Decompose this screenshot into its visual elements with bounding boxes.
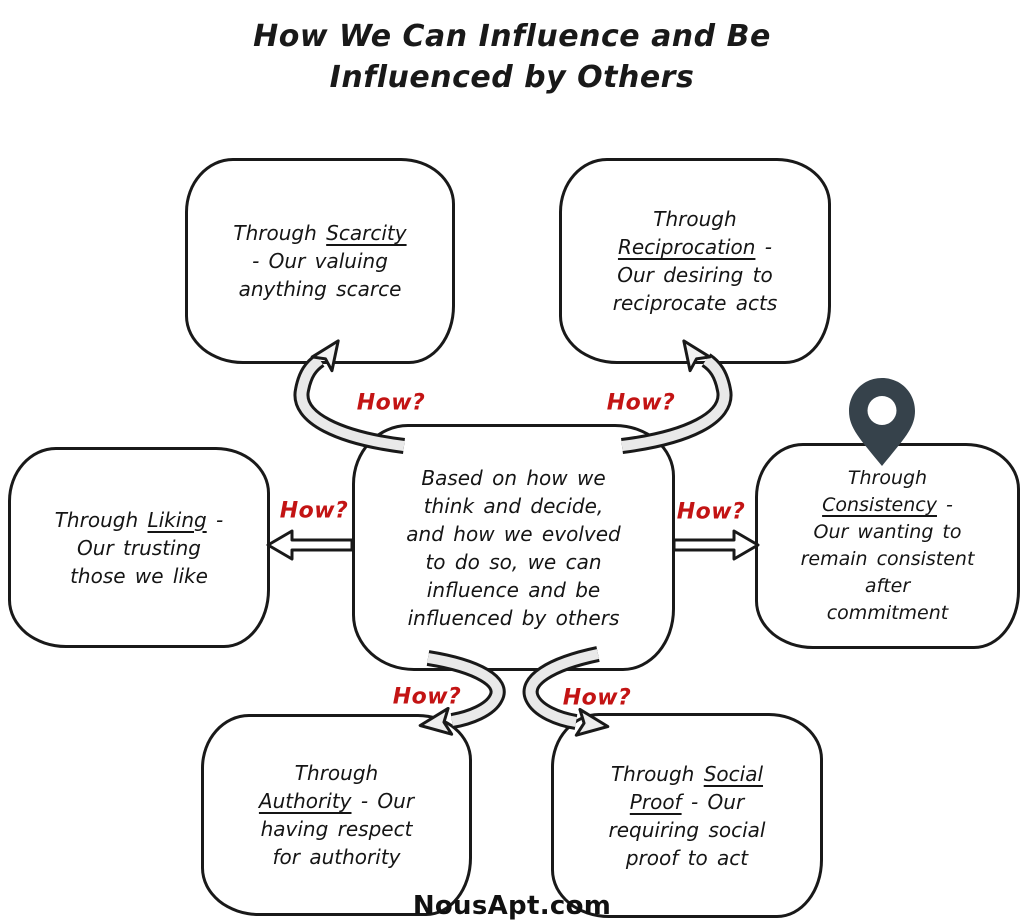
title-line-1: How We Can Influence and Be bbox=[253, 19, 771, 54]
authority-box: Through Authority - Our having respect f… bbox=[201, 714, 472, 916]
arrow-center-to-liking bbox=[266, 529, 354, 561]
how-label-bottom-left: How? bbox=[392, 684, 462, 710]
page-title: How We Can Influence and Be Influenced b… bbox=[0, 16, 1024, 98]
consistency-box: Through Consistency - Our wanting to rem… bbox=[755, 443, 1020, 649]
how-label-mid-left: How? bbox=[279, 498, 349, 524]
title-line-2: Influenced by Others bbox=[329, 60, 695, 95]
central-premise-text: Based on how we think and decide, and ho… bbox=[406, 465, 621, 630]
social-proof-box-text: Through Social Proof - Our requiring soc… bbox=[608, 761, 766, 870]
consistency-box-text: Through Consistency - Our wanting to rem… bbox=[800, 467, 975, 624]
reciprocation-box: Through Reciprocation - Our desiring to … bbox=[559, 158, 831, 364]
scarcity-box: Through Scarcity - Our valuing anything … bbox=[185, 158, 455, 364]
how-label-top-right: How? bbox=[606, 390, 676, 416]
liking-box-text: Through Liking - Our trusting those we l… bbox=[54, 507, 224, 588]
scarcity-box-text: Through Scarcity - Our valuing anything … bbox=[233, 221, 407, 301]
how-label-mid-right: How? bbox=[676, 499, 746, 525]
how-label-top-left: How? bbox=[356, 390, 426, 416]
central-premise-box: Based on how we think and decide, and ho… bbox=[352, 424, 675, 671]
arrow-center-to-consistency bbox=[672, 529, 760, 561]
authority-box-text: Through Authority - Our having respect f… bbox=[258, 761, 415, 869]
reciprocation-box-text: Through Reciprocation - Our desiring to … bbox=[612, 207, 778, 315]
liking-box: Through Liking - Our trusting those we l… bbox=[8, 447, 270, 648]
site-watermark: NousApt.com bbox=[412, 891, 612, 921]
social-proof-box: Through Social Proof - Our requiring soc… bbox=[551, 713, 823, 918]
how-label-bottom-right: How? bbox=[562, 685, 632, 711]
